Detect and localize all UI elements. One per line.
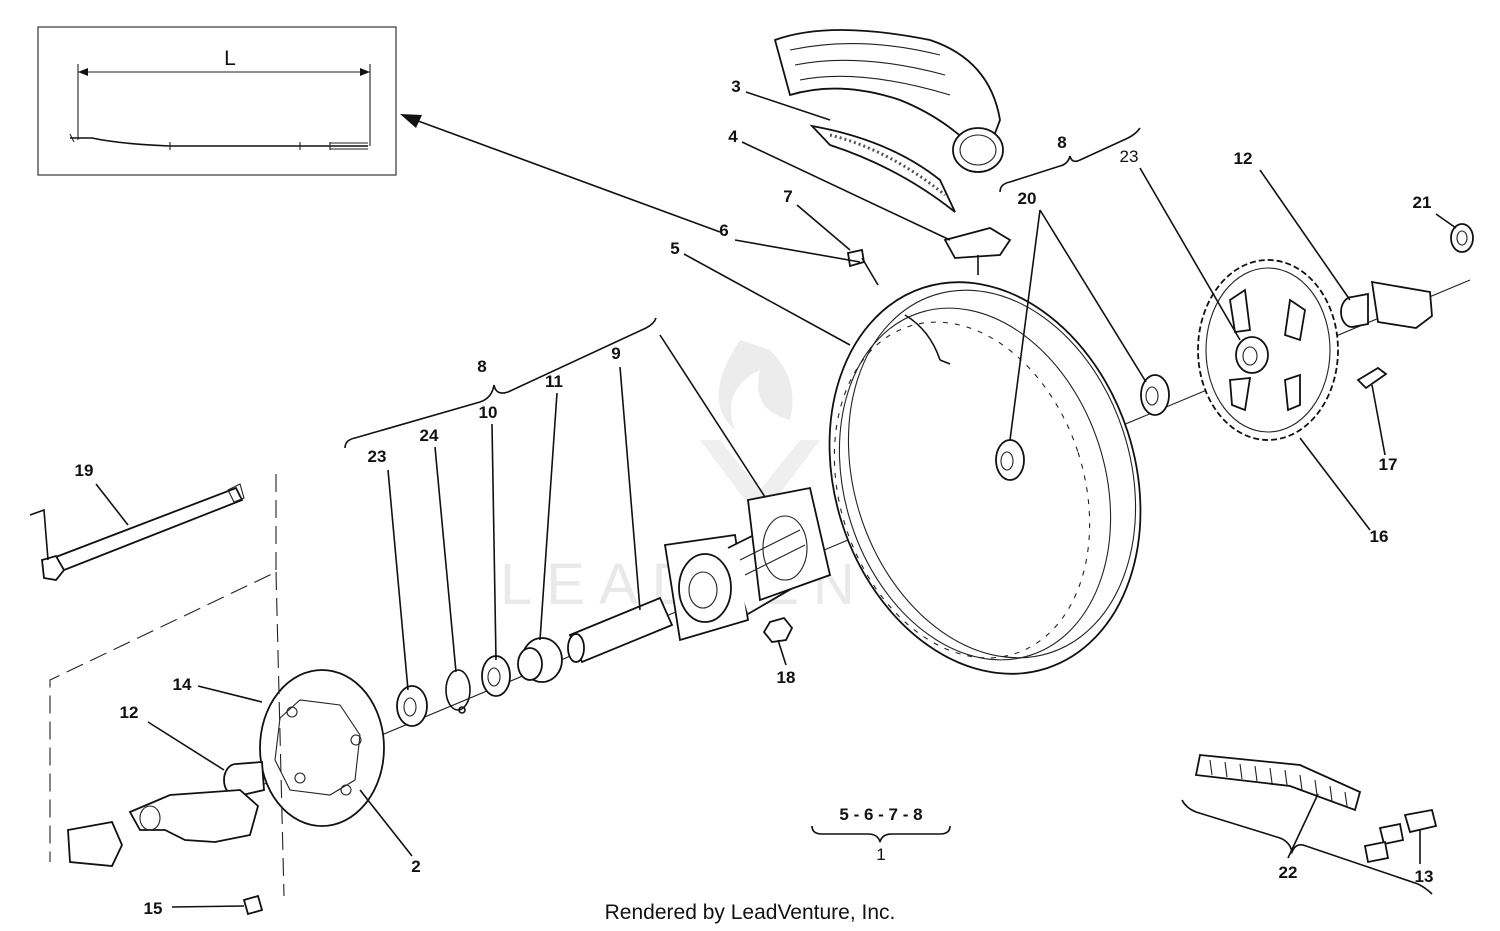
callout-c20: 20 — [1018, 189, 1037, 208]
kit-group: 5 - 6 - 7 - 8 1 — [811, 805, 951, 864]
leader-lines — [95, 91, 1457, 908]
callout-c11: 11 — [545, 372, 563, 391]
kit-group-result: 1 — [876, 845, 885, 864]
callout-c22: 22 — [1279, 863, 1298, 882]
callout-c2: 2 — [411, 857, 420, 876]
wheel-rim — [828, 281, 1142, 675]
callout-c8b: 8 — [477, 357, 486, 376]
collar-left — [223, 761, 265, 797]
callout-c4: 4 — [728, 127, 738, 146]
callout-c10: 10 — [479, 403, 498, 422]
footer-credit: Rendered by LeadVenture, Inc. — [605, 901, 896, 924]
callout-c5: 5 — [670, 239, 679, 258]
callout-c9: 9 — [611, 344, 620, 363]
inset-frame — [37, 26, 397, 176]
brake-disc — [259, 669, 385, 827]
callout-c24: 24 — [420, 426, 439, 445]
drive-chain — [1194, 754, 1362, 812]
axle-nut — [1450, 223, 1474, 253]
hub-nut — [762, 616, 794, 643]
callout-c23b: 23 — [368, 447, 387, 466]
collar-right — [1340, 292, 1369, 328]
group-bracket-22 — [1181, 799, 1433, 895]
circlip-24 — [445, 669, 471, 714]
rear-axle — [29, 483, 245, 581]
axle-guide-left — [49, 474, 277, 862]
rim-lock — [943, 227, 1012, 259]
spoke-inset: L — [37, 26, 397, 176]
caliper-bracket — [128, 789, 260, 843]
callout-c21: 21 — [1413, 193, 1432, 212]
rim-band — [809, 124, 956, 213]
callout-c7: 7 — [783, 187, 792, 206]
master-link — [1363, 808, 1438, 864]
bearing-23 — [396, 685, 428, 727]
chain-adjuster-left — [67, 820, 123, 867]
callout-c19: 19 — [75, 461, 94, 480]
bearing-11 — [517, 637, 563, 683]
kit-group-parts: 5 - 6 - 7 - 8 — [839, 805, 922, 824]
spoke-nipple — [846, 248, 866, 268]
callout-c13: 13 — [1415, 867, 1434, 886]
wheel-hub — [663, 486, 832, 642]
callout-c12b: 12 — [120, 703, 139, 722]
group-bracket-8-right — [999, 127, 1141, 193]
callout-c23a: 23 — [1120, 147, 1139, 166]
bearing-20b — [1140, 374, 1170, 416]
callout-c17: 17 — [1379, 455, 1398, 474]
sprocket-bolt — [1356, 366, 1388, 390]
bearing-10 — [481, 655, 511, 697]
axle-guide-bottom — [275, 571, 285, 897]
callout-c15: 15 — [144, 899, 163, 918]
tire — [773, 29, 1004, 173]
sprocket — [1197, 259, 1339, 441]
bearing-20 — [995, 439, 1025, 481]
group-bracket-8-left — [344, 317, 657, 449]
callout-c16: 16 — [1370, 527, 1389, 546]
spoke-pointer-arrow — [409, 117, 721, 233]
chain-adjuster-right — [1370, 280, 1433, 329]
dimension-label: L — [224, 47, 236, 70]
callout-c8a: 8 — [1057, 133, 1066, 152]
callout-c14: 14 — [173, 675, 192, 694]
spoke-drawing — [70, 137, 368, 147]
callout-c3: 3 — [731, 77, 740, 96]
bracket-bolt — [242, 894, 264, 916]
callout-c18: 18 — [777, 668, 796, 687]
callout-c12a: 12 — [1234, 149, 1253, 168]
callout-c6: 6 — [719, 221, 728, 240]
